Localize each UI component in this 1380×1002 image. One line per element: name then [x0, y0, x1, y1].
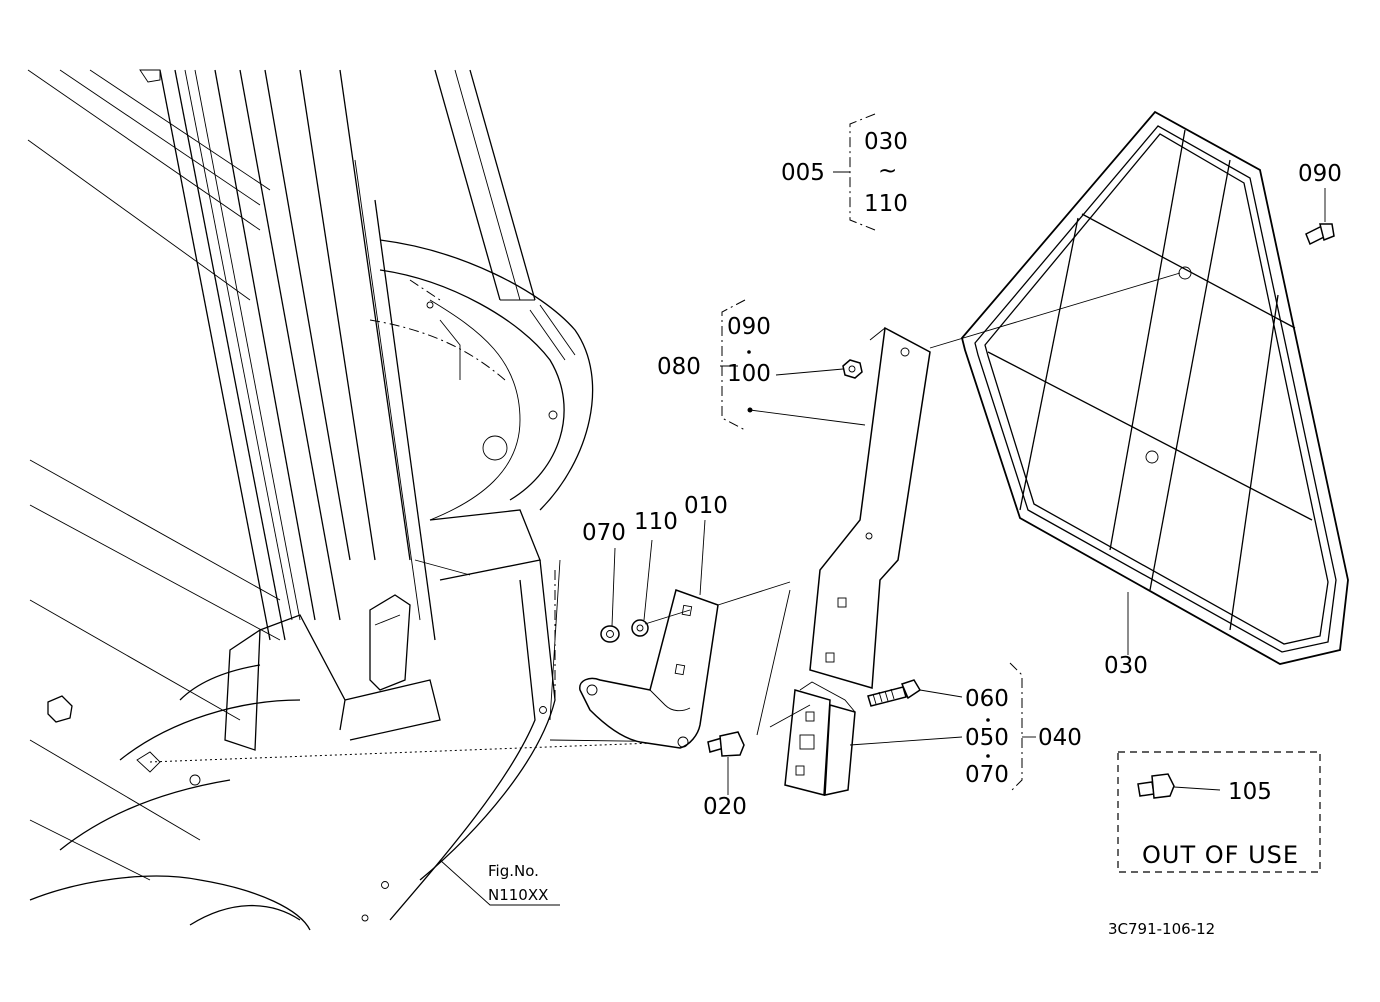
bracket-010[interactable] — [579, 589, 719, 749]
out-of-use-box: OUT OF USE — [1117, 751, 1321, 873]
nut-100[interactable] — [842, 359, 863, 379]
cab-frame — [27, 69, 594, 931]
stay-080[interactable] — [809, 326, 931, 689]
bolt-020[interactable] — [707, 731, 745, 757]
bolt-090[interactable] — [1305, 223, 1335, 246]
callout-010[interactable]: 010 — [684, 493, 728, 519]
bolt-105[interactable] — [1137, 773, 1175, 799]
fig-no-value[interactable]: N110XX — [488, 886, 548, 904]
callout-110-top[interactable]: 110 — [864, 191, 908, 217]
callout-030-bottom[interactable]: 030 — [1104, 653, 1148, 679]
callout-070-right[interactable]: 070 — [965, 762, 1009, 788]
figure-reference: Fig.No. N110XX — [488, 862, 548, 904]
bolt-060[interactable] — [867, 679, 922, 707]
callout-050[interactable]: 050 — [965, 725, 1009, 751]
callout-070-left[interactable]: 070 — [582, 520, 626, 546]
leader-lines — [439, 171, 1326, 906]
front-guard-030[interactable] — [961, 110, 1349, 665]
callout-005[interactable]: 005 — [781, 160, 825, 186]
clamp-050[interactable] — [756, 589, 856, 796]
callout-090-mid[interactable]: 090 — [727, 314, 771, 340]
washer-110[interactable] — [631, 619, 649, 637]
fig-no-label: Fig.No. — [488, 862, 539, 880]
callout-040[interactable]: 040 — [1038, 725, 1082, 751]
callout-020[interactable]: 020 — [703, 794, 747, 820]
callout-tilde: ~ — [878, 158, 897, 184]
callout-105[interactable]: 105 — [1228, 779, 1272, 805]
drawing-number: 3C791-106-12 — [1108, 920, 1215, 938]
braces — [721, 113, 1023, 793]
out-of-use-label: OUT OF USE — [1142, 841, 1299, 869]
callout-080[interactable]: 080 — [657, 354, 701, 380]
callout-100[interactable]: 100 — [727, 361, 771, 387]
callout-030-top[interactable]: 030 — [864, 129, 908, 155]
callout-labels: 005 030 ~ 110 090 090 100 080 070 110 01… — [582, 129, 1342, 820]
callout-090-right[interactable]: 090 — [1298, 161, 1342, 187]
callout-110-left[interactable]: 110 — [634, 509, 678, 535]
callout-060[interactable]: 060 — [965, 686, 1009, 712]
nut-070[interactable] — [600, 625, 620, 643]
